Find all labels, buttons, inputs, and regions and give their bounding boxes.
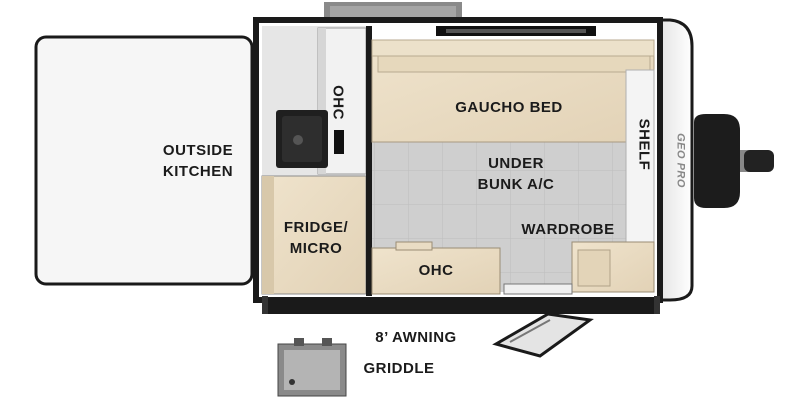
- brand-logo: GEO PRO: [674, 133, 687, 188]
- griddle-icon: [277, 338, 347, 397]
- label-fridge-micro: FRIDGE/ MICRO: [283, 219, 349, 257]
- label-awning: 8’ AWNING: [375, 329, 457, 346]
- label-ohc-lower: OHC: [418, 262, 454, 279]
- label-ohc-upper: OHC: [329, 85, 347, 120]
- label-outside-kitchen: OUTSIDE KITCHEN: [162, 142, 234, 180]
- label-under-bunk-ac: UNDER BUNK A/C: [477, 155, 555, 193]
- trailer-hitch: [694, 114, 774, 208]
- entry-step: [492, 312, 594, 358]
- label-wardrobe: WARDROBE: [521, 221, 615, 238]
- label-shelf: SHELF: [635, 118, 653, 171]
- label-gaucho-bed: GAUCHO BED: [455, 99, 563, 116]
- awning-rail: [262, 296, 660, 314]
- gaucho-bed: [371, 26, 655, 143]
- fridge-micro-cabinet: [261, 175, 367, 295]
- label-griddle: GRIDDLE: [363, 360, 435, 377]
- overhead-cabinet-lower: [371, 241, 501, 295]
- interior-wall: [366, 26, 372, 296]
- outside-kitchen-hatch: [34, 35, 254, 286]
- entry-door-frame: [503, 283, 573, 295]
- wardrobe: [571, 241, 655, 293]
- sink: [276, 110, 344, 168]
